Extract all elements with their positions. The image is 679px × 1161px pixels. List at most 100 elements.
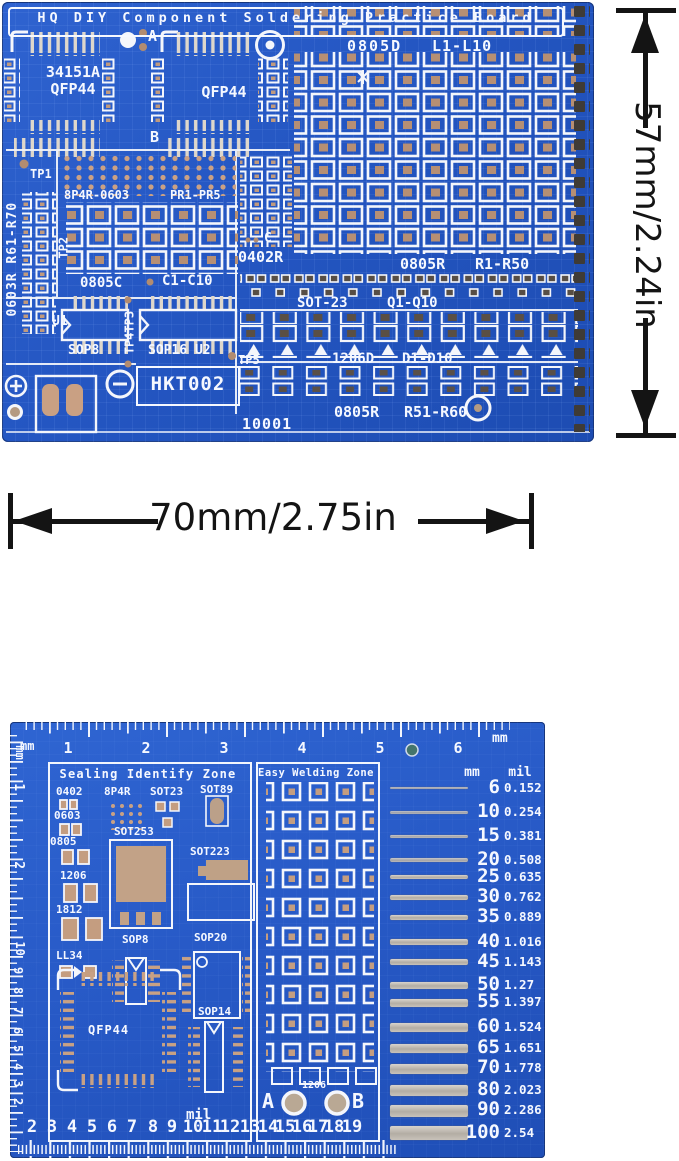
dim-cap-top [616,8,676,13]
trace-mil-4: 25 [477,865,500,887]
sop14-footprint [188,1021,245,1093]
left-ruler-8: 8 [11,986,26,995]
trace-bar [390,915,468,920]
diode-range: D1-D10 [402,351,453,367]
sealing-zone-title: Sealing Identify Zone [59,767,237,781]
br-2: 2 [26,1117,38,1137]
tp43-label: TP4TP3 [122,310,137,355]
1206-pad-row [271,1067,377,1085]
sot23-name: SOT-23 [297,295,348,311]
pad-grid-0805c [66,202,238,274]
trace-bar [390,1023,468,1032]
sot23-range: Q1-Q10 [387,295,438,311]
dim-cap-bottom [616,433,676,438]
trace-mil-5: 30 [477,885,500,907]
marker-a: A [148,27,158,45]
br-14: 14 [257,1117,279,1137]
top-ruler-ticks [20,722,510,738]
left-ruler-7: 7 [11,1006,26,1015]
br-17: 17 [307,1117,329,1137]
c0805-range: C1-C10 [162,273,213,289]
trace-mm-12: 1.651 [504,1040,542,1055]
pad-grid-8p4r [62,156,236,196]
part-8p4r: 8P4R [104,785,131,798]
br-7: 7 [126,1117,138,1137]
hole-b-label: B [352,1089,365,1113]
width-dimension: 70mm/2.75in [8,492,538,552]
trace-bar [390,1126,468,1140]
width-dimension-label: 70mm/2.75in [149,496,397,539]
br-16: 16 [291,1117,313,1137]
board-title: HQ DIY Component Soldering Practice Boar… [37,10,535,26]
left-ruler-9: 9 [11,966,26,975]
r0402-name: 0402R [238,248,284,266]
drill-hole [405,743,419,757]
br-15: 15 [274,1117,296,1137]
trace-mm-3: 0.508 [504,852,542,867]
tp2-label: TP2 [56,236,71,259]
pad-grid-0402r [240,155,292,247]
part-sop8: SOP8 [122,933,149,946]
trace-mm-5: 0.762 [504,889,542,904]
sop20-footprint [182,951,252,1019]
hole-b [324,1090,350,1116]
edge-pads-column [574,6,590,432]
part-sop14: SOP14 [198,1005,232,1018]
arrowhead-left-icon [14,508,52,534]
part-ll34: LL34 [56,949,83,962]
height-dimension: 57mm/2.24in [614,8,679,440]
board-title-box [8,7,564,37]
trace-mm-0: 0.152 [504,780,542,795]
rnet-name: 8P4R-0603 [64,188,130,202]
trace-mm-6: 0.889 [504,909,542,924]
top-ruler-3: 3 [219,739,229,757]
r0805b-name: 0805R [334,403,380,421]
arrowhead-up-icon [631,15,659,53]
left-ruler-ticks [10,732,26,1152]
trace-bar [390,1085,468,1096]
bottom-ruler-unit: mil [186,1107,212,1123]
trace-mm-8: 1.143 [504,954,542,969]
arrowhead-down-icon [631,390,659,428]
br-18: 18 [323,1117,345,1137]
trace-mil-13: 70 [477,1056,500,1078]
br-3: 3 [46,1117,58,1137]
br-9: 9 [166,1117,178,1137]
trace-mil-12: 65 [477,1036,500,1058]
trace-mm-4: 0.635 [504,869,542,884]
drill-hole [7,404,23,420]
tp1-label: TP1 [30,167,52,181]
dim-line-lower [643,318,648,435]
trace-mm-2: 0.381 [504,828,542,843]
trace-mil-10: 55 [477,990,500,1012]
inductor-grid-range: L1-L10 [432,37,493,55]
top-ruler-6: 6 [453,739,463,757]
target-ring [255,30,285,60]
r0805-range: R1-R50 [475,255,530,273]
hole-a-label: A [262,1089,275,1113]
sop8-label: SOP8 [68,343,100,358]
welding-zone-title: Easy Welding Zone [258,767,374,779]
br-8: 8 [147,1117,159,1137]
trace-bar [390,1044,468,1053]
sot23-row [240,268,578,298]
trace-mil-3: 20 [477,848,500,870]
serial-label: 10001 [242,415,293,433]
left-ruler-2: 2 [11,1097,26,1106]
8p4r-footprint [106,800,142,830]
pad-grid-0805r [294,52,576,254]
qfp44-footprint [56,968,182,1092]
bottom-board-silkscreen [10,722,510,1158]
br-12: 12 [219,1117,241,1137]
left-ruler-6: 6 [11,1026,26,1035]
inductor-grid-name: 0805D [347,37,403,55]
model-box [136,366,240,406]
trace-mm-7: 1.016 [504,934,542,949]
trace-mil-6: 35 [477,905,500,927]
top-ruler-unit-left: mm [20,739,35,753]
br-13: 13 [239,1117,261,1137]
tp5-label: TP5 [238,353,260,367]
sot23-footprint [155,801,180,828]
practice-board-top: HQ DIY Component Soldering Practice Boar… [2,2,594,442]
